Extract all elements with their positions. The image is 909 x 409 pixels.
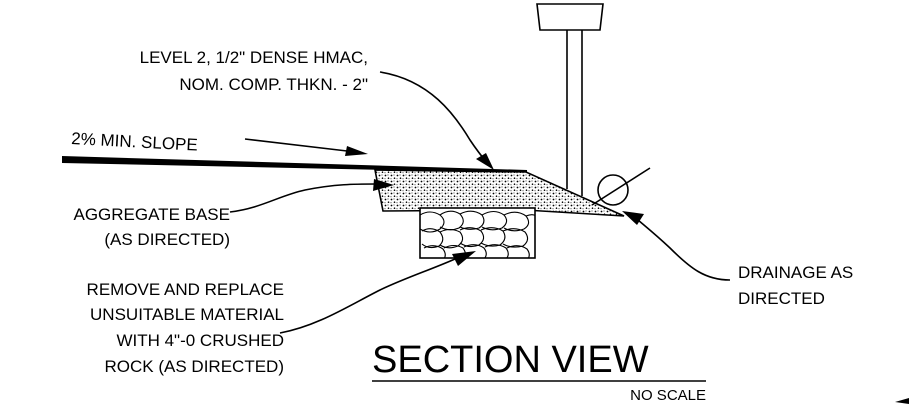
replace-label-line4: ROCK (AS DIRECTED) [105,357,284,376]
aggregate-label-line1: AGGREGATE BASE [73,205,230,224]
slope-label: 2% MIN. SLOPE [71,129,198,155]
hmac-label-line1: LEVEL 2, 1/2" DENSE HMAC, [140,48,368,67]
aggregate-leader [229,179,394,213]
sign-post [536,3,604,196]
aggregate-base [374,169,625,217]
replace-label-line3: WITH 4"-0 CRUSHED [116,331,284,350]
drainage-pipe [591,167,651,206]
section-view-title: SECTION VIEW [372,339,649,381]
replace-label-line1: REMOVE AND REPLACE [87,280,284,299]
slope-arrow [244,138,368,156]
edge-mark [895,398,909,404]
scale-note: NO SCALE [630,387,706,404]
hmac-leader [379,71,494,170]
aggregate-label-line2: (AS DIRECTED) [104,230,230,249]
crushed-rock-fill [419,207,536,259]
crushed-rock-leader [279,251,476,334]
drainage-leader [622,211,731,281]
hmac-label-line2: NOM. COMP. THKN. - 2" [179,75,368,94]
pavement-surface [62,156,527,173]
replace-label-line2: UNSUITABLE MATERIAL [90,305,284,324]
drainage-label-line1: DRAINAGE AS [738,263,853,282]
drainage-label-line2: DIRECTED [738,289,825,308]
